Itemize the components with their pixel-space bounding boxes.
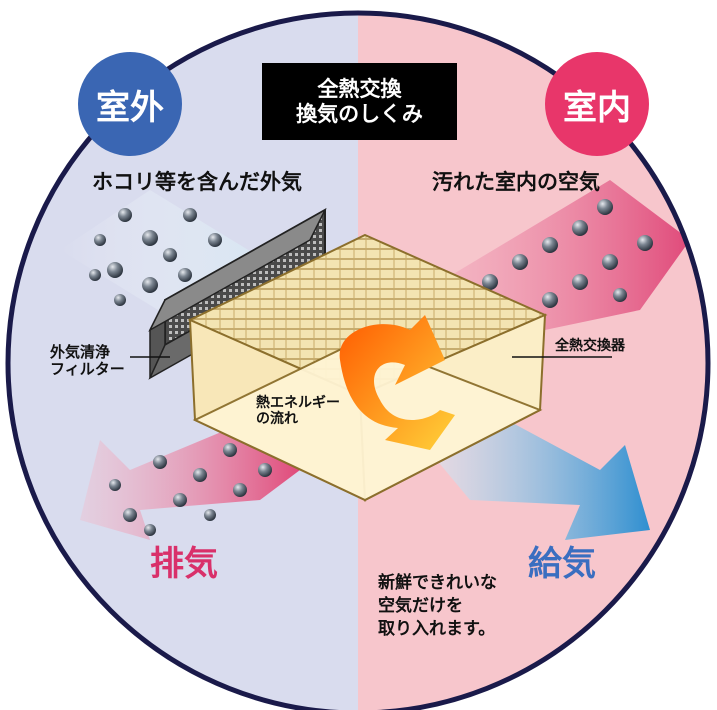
title-line-2: 換気のしくみ xyxy=(296,101,423,126)
title-line-1: 全熱交換 xyxy=(317,77,402,102)
supply-note-line-1: 新鮮できれいな xyxy=(378,573,497,593)
exhaust-particles xyxy=(109,443,272,536)
supply-label: 給気 xyxy=(528,544,596,584)
heat-flow-label-line-1: 熱エネルギー xyxy=(256,395,340,411)
indoor-air-label: 汚れた室内の空気 xyxy=(432,170,600,194)
filter-label: 外気清浄 フィルター xyxy=(50,343,125,379)
heat-exchanger xyxy=(187,233,548,502)
outdoor-air-label: ホコリ等を含んだ外気 xyxy=(92,170,302,194)
heat-flow-label-line-2: の流れ xyxy=(256,411,298,428)
exchanger-label: 全熱交換器 xyxy=(555,338,625,354)
exhaust-label: 排気 xyxy=(150,544,218,584)
outer-ring xyxy=(5,10,711,710)
indoor-badge: 室内 xyxy=(545,52,649,156)
supply-note-line-2: 空気だけを xyxy=(378,595,463,616)
supply-note: 新鮮できれいな 空気だけを 取り入れます。 xyxy=(378,572,497,641)
exhaust-arrow xyxy=(80,420,300,540)
supply-note-line-3: 取り入れます。 xyxy=(378,618,496,639)
filter-label-line-1: 外気清浄 xyxy=(50,343,111,361)
heat-flow-arrow xyxy=(339,315,455,450)
heat-flow-label: 熱エネルギー の流れ xyxy=(256,395,340,427)
title-box: 全熱交換 換気のしくみ xyxy=(262,63,457,140)
outdoor-badge: 室外 xyxy=(78,52,182,156)
filter-label-line-2: フィルター xyxy=(50,360,125,379)
